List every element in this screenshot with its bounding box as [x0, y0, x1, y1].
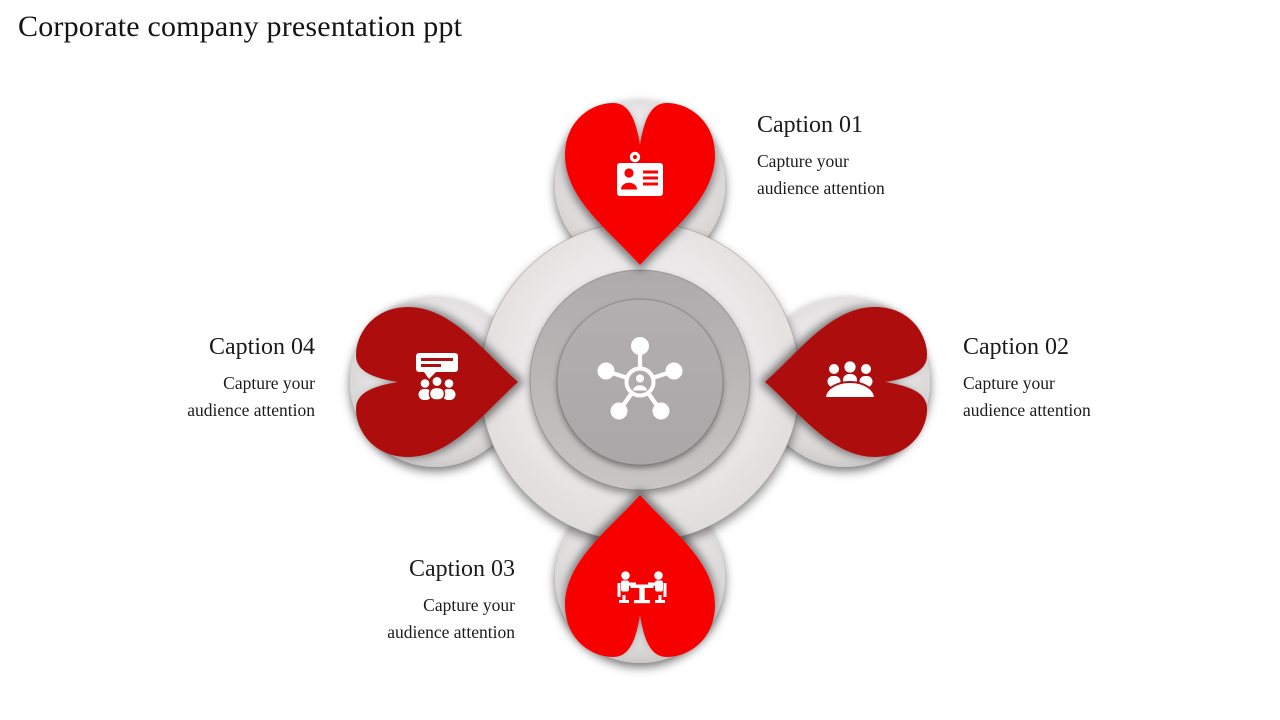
caption-03-title: Caption 03: [409, 556, 515, 582]
caption-03-line2: audience attention: [387, 621, 515, 642]
id-badge-icon: [617, 151, 663, 196]
caption-02-title: Caption 02: [963, 334, 1069, 360]
slide-title: Corporate company presentation ppt: [18, 10, 463, 43]
meeting-table-icon: [617, 571, 667, 604]
caption-03: Caption 03 Capture your audience attenti…: [387, 556, 515, 645]
audience-icon: [823, 361, 877, 399]
caption-02-line2: audience attention: [963, 399, 1091, 420]
meeting-person-left: [617, 571, 636, 603]
caption-01: Caption 01 Capture your audience attenti…: [757, 112, 885, 201]
caption-01-line1: Capture your: [757, 151, 849, 171]
caption-01-title: Caption 01: [757, 112, 863, 138]
network-hub-icon: [597, 337, 683, 420]
caption-04-line1: Capture your: [223, 373, 315, 393]
caption-04: Caption 04 Capture your audience attenti…: [187, 334, 315, 423]
meeting-person-right: [648, 571, 667, 603]
caption-04-line2: audience attention: [187, 399, 315, 420]
presentation-board-icon: [416, 353, 458, 401]
caption-02-line1: Capture your: [963, 373, 1055, 393]
caption-02: Caption 02 Capture your audience attenti…: [963, 334, 1091, 423]
caption-04-title: Caption 04: [209, 334, 315, 360]
caption-03-line1: Capture your: [423, 595, 515, 615]
caption-01-line2: audience attention: [757, 177, 885, 198]
